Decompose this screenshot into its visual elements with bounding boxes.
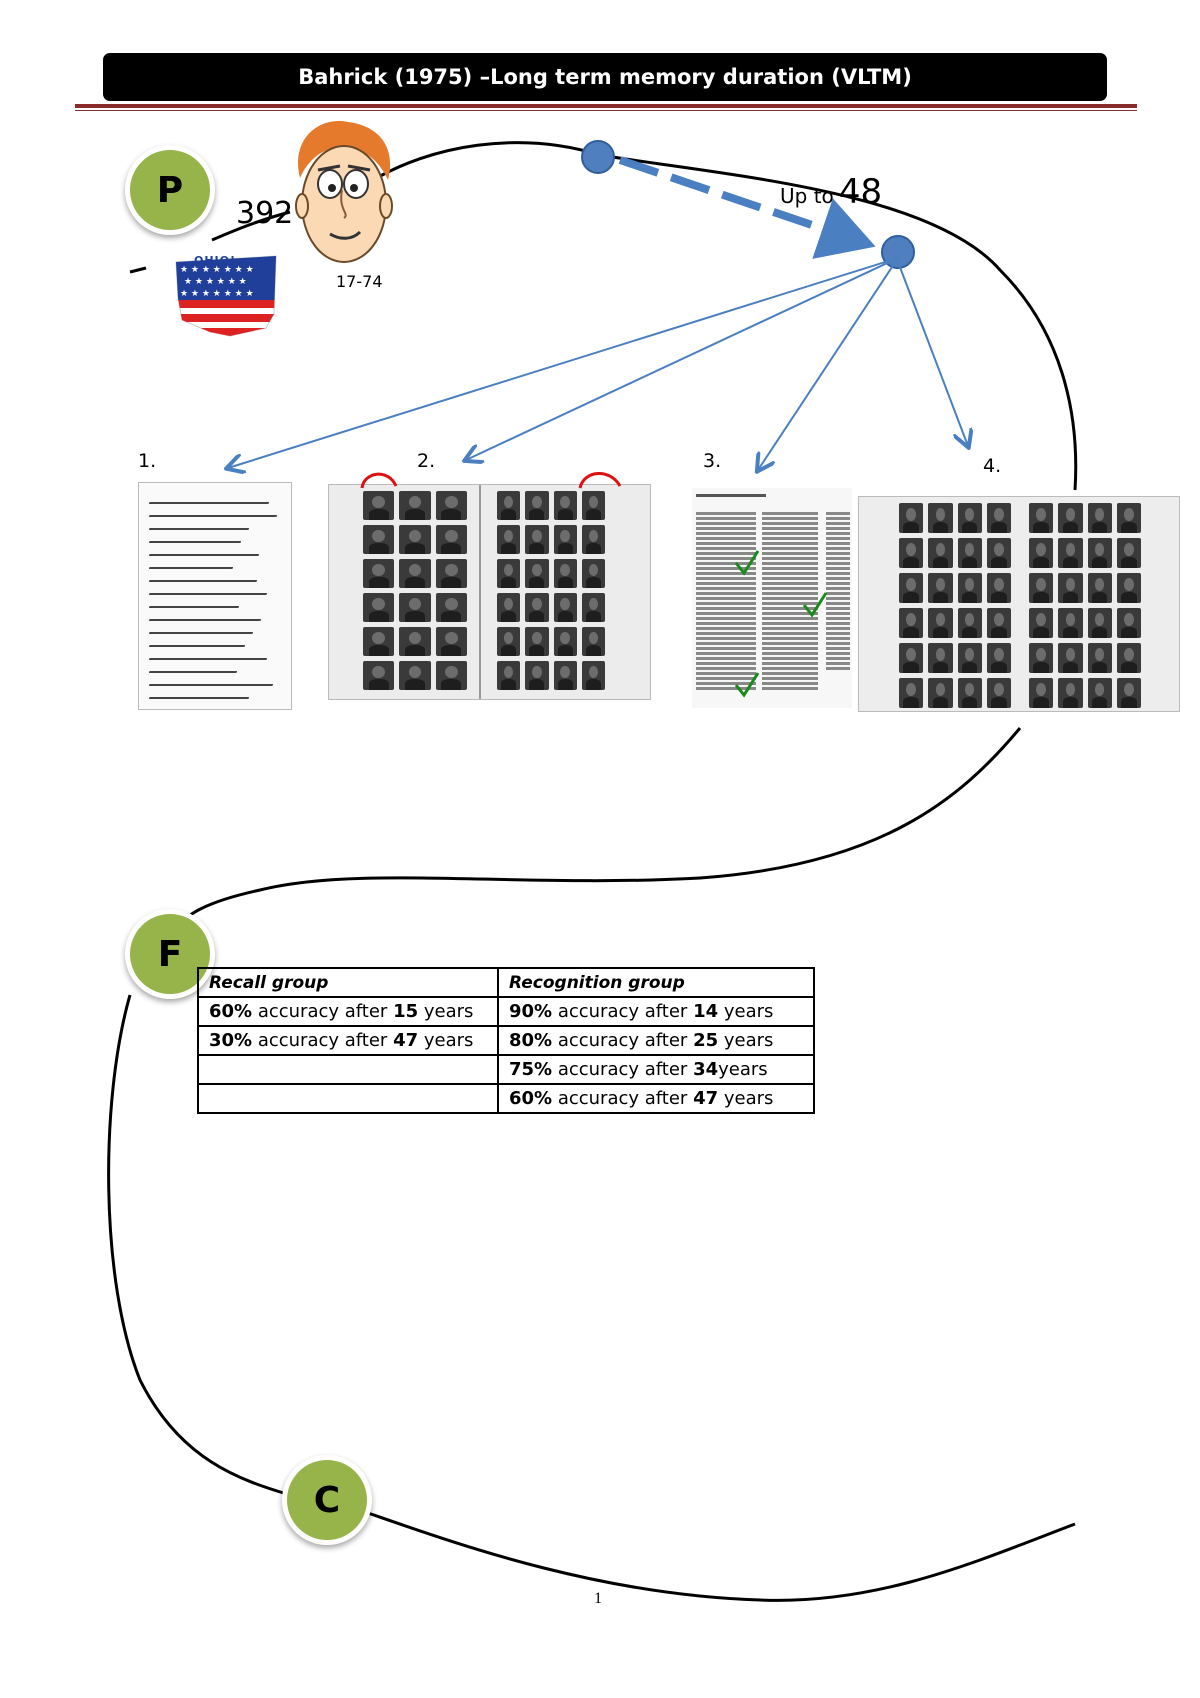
participant-count: 392	[236, 196, 294, 231]
arrow-to-step-4	[897, 261, 968, 446]
recall-cell: 30% accuracy after 47 years	[197, 1025, 499, 1056]
step-label-1: 1.	[138, 450, 157, 472]
recall-cell: 60% accuracy after 15 years	[197, 996, 499, 1027]
arrow-to-step-3	[758, 257, 899, 470]
interval-label: Up to 48	[780, 172, 882, 212]
check-icon	[734, 672, 760, 698]
path-curve-middle	[173, 727, 1022, 931]
path-curve-lower	[107, 994, 291, 1497]
step-label-3: 3.	[703, 450, 722, 472]
recognition-cell: 80% accuracy after 25 years	[497, 1025, 815, 1056]
table-header-recognition: Recognition group	[497, 967, 815, 998]
name-recognition-list-image	[692, 488, 852, 708]
yearbook-photos-image-2	[858, 496, 1180, 712]
svg-text:★ ★ ★ ★ ★ ★: ★ ★ ★ ★ ★ ★	[184, 277, 247, 287]
path-curve-bottom	[367, 1511, 1076, 1602]
recognition-cell: 90% accuracy after 14 years	[497, 996, 815, 1027]
recall-cell-empty	[197, 1083, 499, 1114]
marker-f: F	[125, 909, 215, 999]
check-icon	[802, 592, 828, 618]
header-rule-thick	[75, 104, 1137, 108]
age-range: 17-74	[336, 272, 383, 291]
ohio-flag-icon: ★ ★ ★ ★ ★ ★ ★ ★ ★ ★ ★ ★ ★ ★ ★ ★ ★ ★ ★ ★	[175, 255, 277, 337]
highlight-circles	[360, 472, 622, 489]
start-node	[581, 140, 615, 174]
yearbook-photos-image	[328, 484, 651, 700]
table-header-row: Recall group Recognition group	[197, 967, 815, 998]
recognition-cell: 60% accuracy after 47 years	[497, 1083, 815, 1114]
page-number: 1	[594, 1590, 602, 1607]
interval-prefix: Up to	[780, 184, 834, 208]
recall-cell-empty	[197, 1054, 499, 1085]
table-row: 60% accuracy after 15 years 90% accuracy…	[197, 996, 815, 1027]
arrow-to-step-1	[228, 257, 899, 468]
header-rule-thin	[75, 110, 1137, 111]
dashed-arrow	[618, 156, 876, 259]
marker-p: P	[125, 145, 215, 235]
page-header: Bahrick (1975) –Long term memory duratio…	[103, 53, 1107, 101]
svg-text:★ ★ ★ ★ ★ ★ ★: ★ ★ ★ ★ ★ ★ ★	[180, 265, 254, 275]
path-curve-p-to-392	[211, 210, 291, 242]
page-title: Bahrick (1975) –Long term memory duratio…	[298, 65, 912, 89]
path-curve-left-stub	[129, 266, 147, 274]
check-marks	[734, 550, 828, 698]
recognition-cell: 75% accuracy after 34years	[497, 1054, 815, 1085]
table-row: 75% accuracy after 34years	[197, 1054, 815, 1085]
arrow-to-step-2	[466, 257, 899, 460]
cartoon-face-icon	[295, 121, 393, 263]
marker-c: C	[282, 1455, 372, 1545]
interval-value: 48	[838, 172, 883, 212]
step-label-4: 4.	[983, 455, 1002, 477]
table-row: 30% accuracy after 47 years 80% accuracy…	[197, 1025, 815, 1056]
table-header-recall: Recall group	[197, 967, 499, 998]
path-curve-top	[369, 141, 1078, 491]
svg-text:★ ★ ★ ★ ★ ★ ★: ★ ★ ★ ★ ★ ★ ★	[180, 289, 254, 299]
table-row: 60% accuracy after 47 years	[197, 1083, 815, 1114]
ohio-label: OHIO!	[194, 254, 237, 267]
step-label-2: 2.	[417, 450, 436, 472]
handwritten-name-list-image	[138, 482, 292, 710]
findings-table: Recall group Recognition group 60% accur…	[197, 967, 815, 1114]
check-icon	[734, 550, 760, 576]
